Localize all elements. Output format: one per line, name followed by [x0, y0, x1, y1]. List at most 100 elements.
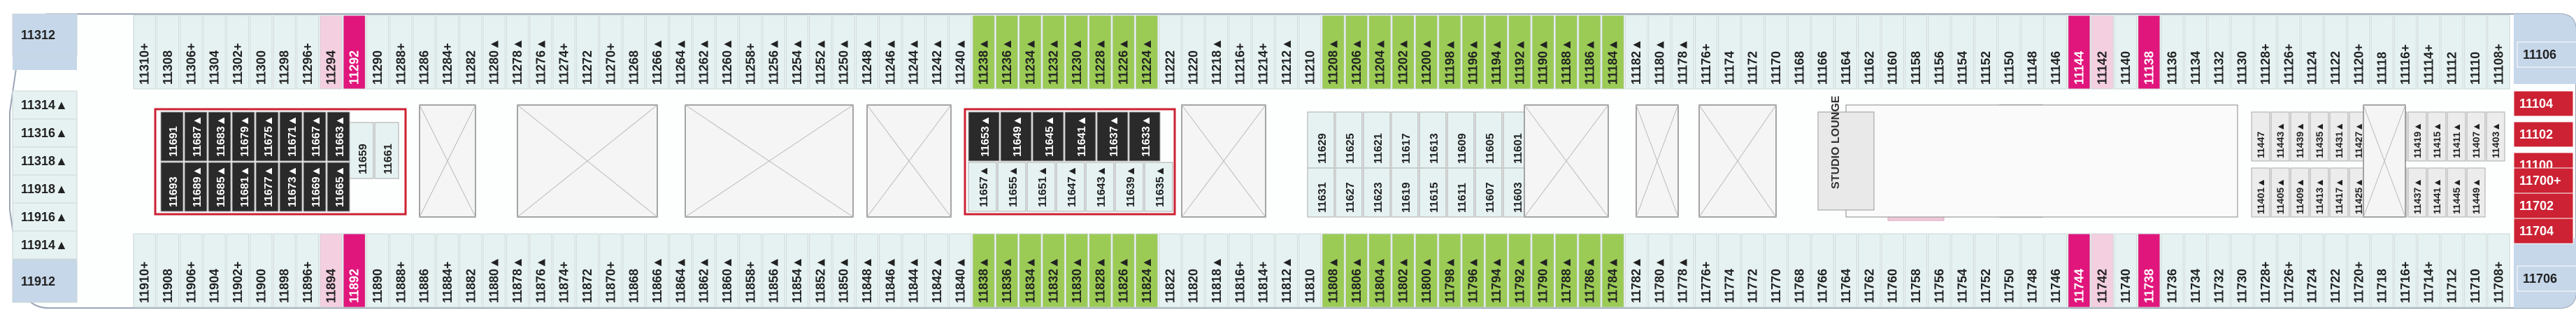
cabin-11667[interactable]: [303, 111, 327, 162]
cabin-11156[interactable]: [1928, 15, 1951, 90]
cabin-11846[interactable]: [879, 233, 902, 308]
cabin-11746[interactable]: [2044, 233, 2068, 308]
cabin-11104[interactable]: [2513, 90, 2574, 117]
cabin-11260[interactable]: [715, 15, 739, 90]
cabin-11792[interactable]: [1508, 233, 1531, 308]
cabin-11234[interactable]: [1019, 15, 1042, 90]
cabin-11290[interactable]: [366, 15, 389, 90]
cabin-11886[interactable]: [413, 233, 436, 308]
cabin-11898[interactable]: [273, 233, 296, 308]
cabin-11150[interactable]: [1998, 15, 2021, 90]
cabin-11611[interactable]: [1447, 167, 1475, 218]
cabin-11641[interactable]: [1064, 111, 1096, 162]
cabin-11102[interactable]: [2513, 121, 2574, 148]
cabin-11669[interactable]: [303, 162, 327, 212]
cabin-11772[interactable]: [1741, 233, 1764, 308]
cabin-11904[interactable]: [203, 233, 226, 308]
cabin-11182[interactable]: [1624, 15, 1648, 90]
cabin-11296[interactable]: [296, 15, 320, 90]
cabin-11840[interactable]: [949, 233, 972, 308]
cabin-11106[interactable]: [2517, 41, 2576, 68]
cabin-11828[interactable]: [1089, 233, 1112, 308]
cabin-11766[interactable]: [1811, 233, 1834, 308]
cabin-11744[interactable]: [2068, 233, 2091, 308]
cabin-11834[interactable]: [1019, 233, 1042, 308]
cabin-11222[interactable]: [1159, 15, 1182, 90]
cabin-11726[interactable]: [2277, 233, 2300, 308]
cabin-11214[interactable]: [1252, 15, 1275, 90]
cabin-11407[interactable]: [2466, 111, 2486, 162]
cabin-11900[interactable]: [250, 233, 273, 308]
cabin-11826[interactable]: [1112, 233, 1135, 308]
cabin-11212[interactable]: [1275, 15, 1298, 90]
cabin-11740[interactable]: [2114, 233, 2138, 308]
cabin-11246[interactable]: [879, 15, 902, 90]
cabin-11774[interactable]: [1718, 233, 1741, 308]
cabin-11170[interactable]: [1764, 15, 1788, 90]
cabin-11164[interactable]: [1834, 15, 1858, 90]
cabin-11836[interactable]: [995, 233, 1019, 308]
cabin-11902[interactable]: [226, 233, 250, 308]
cabin-11790[interactable]: [1531, 233, 1554, 308]
cabin-11122[interactable]: [2324, 15, 2347, 90]
cabin-11202[interactable]: [1391, 15, 1415, 90]
cabin-11310[interactable]: [133, 15, 156, 90]
cabin-11417[interactable]: [2329, 167, 2349, 218]
cabin-11635[interactable]: [1144, 162, 1173, 212]
cabin-11210[interactable]: [1298, 15, 1322, 90]
cabin-11419[interactable]: [2407, 111, 2427, 162]
cabin-11248[interactable]: [855, 15, 879, 90]
cabin-11704[interactable]: [2513, 218, 2574, 244]
cabin-11742[interactable]: [2091, 233, 2114, 308]
cabin-11687[interactable]: [184, 111, 208, 162]
cabin-11649[interactable]: [1000, 111, 1032, 162]
cabin-11874[interactable]: [552, 233, 575, 308]
cabin-11609[interactable]: [1447, 111, 1475, 169]
cabin-11116[interactable]: [2393, 15, 2417, 90]
cabin-11166[interactable]: [1811, 15, 1834, 90]
cabin-11822[interactable]: [1159, 233, 1182, 308]
cabin-11647[interactable]: [1056, 162, 1085, 212]
cabin-11818[interactable]: [1205, 233, 1229, 308]
cabin-11284[interactable]: [436, 15, 459, 90]
cabin-11252[interactable]: [809, 15, 832, 90]
cabin-11180[interactable]: [1648, 15, 1671, 90]
cabin-11162[interactable]: [1858, 15, 1881, 90]
cabin-11852[interactable]: [809, 233, 832, 308]
cabin-11872[interactable]: [575, 233, 599, 308]
cabin-11800[interactable]: [1415, 233, 1438, 308]
cabin-11732[interactable]: [2208, 233, 2231, 308]
cabin-11784[interactable]: [1601, 233, 1624, 308]
cabin-11218[interactable]: [1205, 15, 1229, 90]
cabin-11850[interactable]: [832, 233, 855, 308]
cabin-11306[interactable]: [180, 15, 203, 90]
cabin-11914[interactable]: [12, 230, 78, 260]
cabin-11126[interactable]: [2277, 15, 2300, 90]
cabin-11655[interactable]: [997, 162, 1026, 212]
cabin-11132[interactable]: [2208, 15, 2231, 90]
cabin-11108[interactable]: [2487, 15, 2510, 90]
cabin-11194[interactable]: [1484, 15, 1508, 90]
cabin-11447[interactable]: [2251, 111, 2270, 162]
cabin-11764[interactable]: [1834, 233, 1858, 308]
cabin-11758[interactable]: [1904, 233, 1928, 308]
cabin-11110[interactable]: [2463, 15, 2487, 90]
cabin-11770[interactable]: [1764, 233, 1788, 308]
cabin-11804[interactable]: [1368, 233, 1391, 308]
cabin-11685[interactable]: [208, 162, 231, 212]
cabin-11228[interactable]: [1089, 15, 1112, 90]
cabin-11637[interactable]: [1096, 111, 1129, 162]
cabin-11880[interactable]: [482, 233, 506, 308]
cabin-11154[interactable]: [1951, 15, 1974, 90]
cabin-11848[interactable]: [855, 233, 879, 308]
cabin-11256[interactable]: [762, 15, 785, 90]
cabin-11274[interactable]: [552, 15, 575, 90]
cabin-11716[interactable]: [2393, 233, 2417, 308]
cabin-11232[interactable]: [1042, 15, 1065, 90]
cabin-11651[interactable]: [1026, 162, 1056, 212]
cabin-11613[interactable]: [1419, 111, 1447, 169]
cabin-11718[interactable]: [2370, 233, 2393, 308]
cabin-11623[interactable]: [1363, 167, 1391, 218]
cabin-11645[interactable]: [1032, 111, 1064, 162]
cabin-11270[interactable]: [599, 15, 622, 90]
